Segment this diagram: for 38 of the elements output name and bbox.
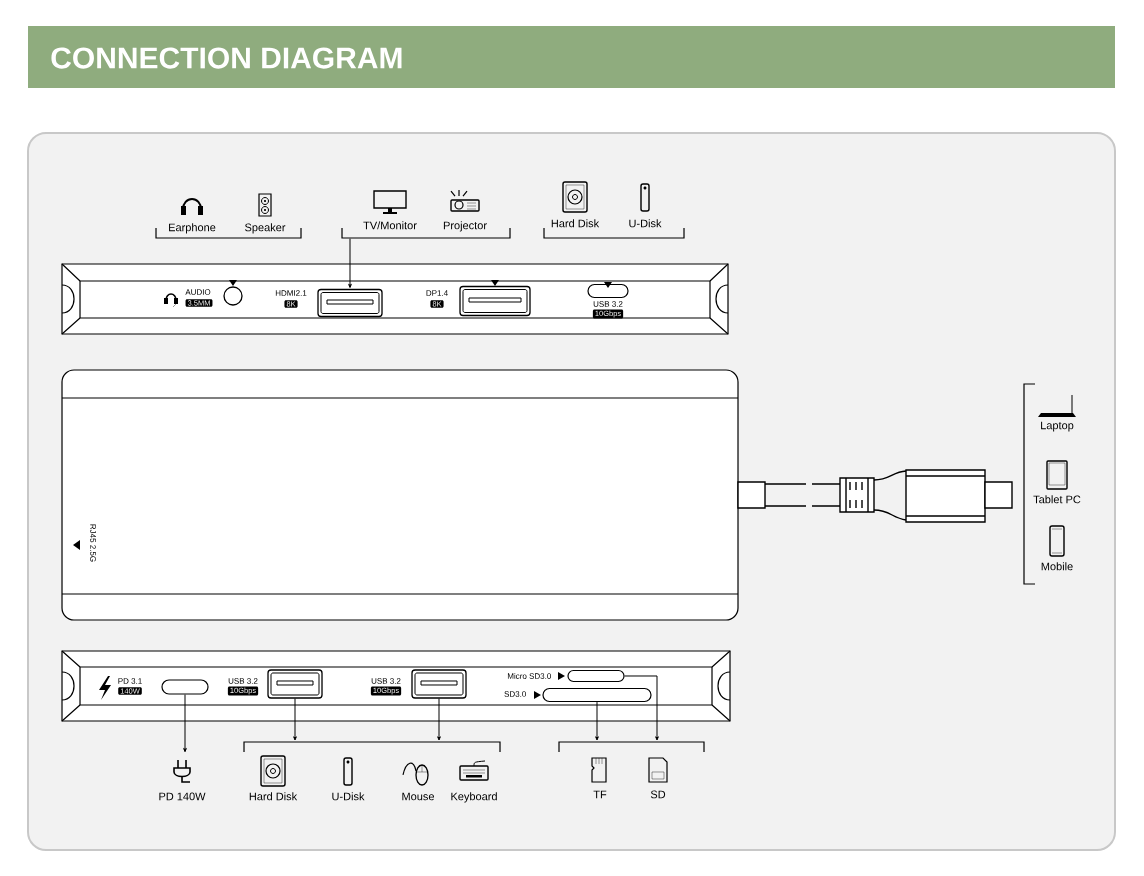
- device-label: Speaker: [245, 223, 286, 234]
- device-label: TV/Monitor: [363, 221, 417, 230]
- device-label: Projector: [443, 221, 487, 232]
- arrow: [348, 238, 352, 289]
- device-label: Hard Disk: [551, 219, 600, 228]
- port: [459, 285, 531, 317]
- device-label: Keyboard: [451, 792, 497, 803]
- card-slot: [567, 669, 625, 683]
- device-label: Hard Disk: [249, 792, 298, 801]
- card-slot: [542, 687, 652, 703]
- device-label: SD: [650, 790, 666, 799]
- arrow: [293, 698, 297, 741]
- port-label: USB 3.2: [228, 678, 258, 684]
- arrow: [624, 675, 659, 741]
- arrow: [183, 694, 187, 753]
- bracket: [243, 741, 501, 753]
- arrow: [595, 701, 599, 741]
- device-label: Mouse: [402, 792, 434, 801]
- port: [267, 669, 323, 699]
- port: [587, 283, 629, 299]
- port: [411, 669, 467, 699]
- device-label: PD 140W: [159, 792, 206, 801]
- port: [317, 288, 383, 318]
- title-banner: CONNECTION DIAGRAM: [28, 26, 1115, 88]
- arrow: [437, 698, 441, 741]
- audio-jack: [223, 286, 243, 306]
- port: [161, 679, 209, 695]
- device-label: Earphone: [169, 223, 216, 234]
- port-label: RJ45 2.5G: [90, 524, 96, 562]
- bracket: [543, 227, 685, 239]
- port-label: Micro SD3.0: [507, 673, 551, 679]
- device-label: TF: [593, 790, 607, 799]
- device-label: Tablet PC: [1033, 495, 1081, 504]
- device-label: Laptop: [1041, 421, 1074, 432]
- device-label: U-Disk: [332, 792, 365, 801]
- bracket: [558, 741, 705, 753]
- device-label: U-Disk: [629, 219, 662, 228]
- device-label: Mobile: [1041, 562, 1073, 571]
